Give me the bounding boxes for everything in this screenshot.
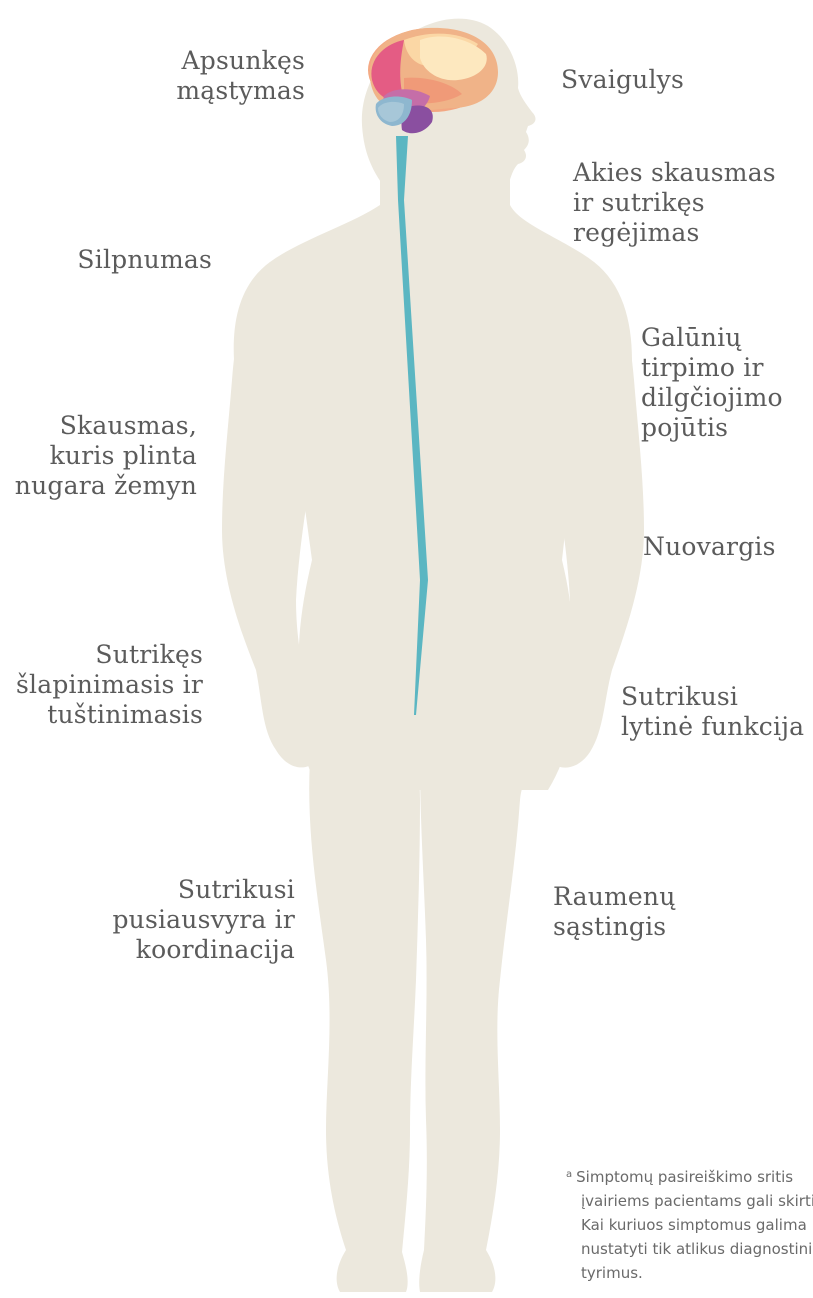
- label-line: Svaigulys: [561, 65, 684, 95]
- label-apsunkes-mastymas: Apsunkęs mąstymas: [176, 46, 305, 106]
- label-line: Apsunkęs: [176, 46, 305, 76]
- label-lytine-funkcija: Sutrikusi lytinė funkcija: [621, 682, 804, 742]
- label-line: pojūtis: [641, 413, 783, 443]
- label-akies-skausmas: Akies skausmas ir sutrikęs regėjimas: [573, 158, 776, 248]
- label-pusiausvyra: Sutrikusi pusiausvyra ir koordinacija: [112, 875, 295, 965]
- label-slapinimasis: Sutrikęs šlapinimasis ir tuštinimasis: [16, 640, 203, 730]
- label-line: Silpnumas: [77, 245, 212, 275]
- label-line: Skausmas,: [15, 411, 197, 441]
- footnote-line: įvairiems pacientams gali skirtis.: [566, 1189, 813, 1213]
- footnote-line: Kai kuriuos simptomus galima: [566, 1213, 813, 1237]
- label-line: koordinacija: [112, 935, 295, 965]
- label-svaigulys: Svaigulys: [561, 65, 684, 95]
- label-line: lytinė funkcija: [621, 712, 804, 742]
- label-line: regėjimas: [573, 218, 776, 248]
- label-line: ir sutrikęs: [573, 188, 776, 218]
- label-line: kuris plinta: [15, 441, 197, 471]
- footnote: a Simptomų pasireiškimo sritis įvairiems …: [566, 1165, 813, 1285]
- footnote-marker: a: [566, 1169, 572, 1180]
- label-line: nugara žemyn: [15, 471, 197, 501]
- label-line: Galūnių: [641, 323, 783, 353]
- label-line: tuštinimasis: [16, 700, 203, 730]
- label-nuovargis: Nuovargis: [643, 532, 776, 562]
- label-galuniu-tirpimas: Galūnių tirpimo ir dilgčiojimo pojūtis: [641, 323, 783, 443]
- footnote-text: Simptomų pasireiškimo sritis: [576, 1168, 793, 1186]
- footnote-line: a Simptomų pasireiškimo sritis: [566, 1165, 813, 1189]
- label-line: pusiausvyra ir: [112, 905, 295, 935]
- footnote-line: nustatyti tik atlikus diagnostinius: [566, 1237, 813, 1261]
- label-line: dilgčiojimo: [641, 383, 783, 413]
- label-line: Sutrikusi: [112, 875, 295, 905]
- footnote-line: tyrimus.: [566, 1261, 813, 1285]
- label-line: Nuovargis: [643, 532, 776, 562]
- label-line: Sutrikusi: [621, 682, 804, 712]
- label-skausmas-nugara: Skausmas, kuris plinta nugara žemyn: [15, 411, 197, 501]
- label-silpnumas: Silpnumas: [77, 245, 212, 275]
- label-line: Akies skausmas: [573, 158, 776, 188]
- label-line: šlapinimasis ir: [16, 670, 203, 700]
- label-line: Raumenų: [553, 882, 676, 912]
- label-line: Sutrikęs: [16, 640, 203, 670]
- label-line: tirpimo ir: [641, 353, 783, 383]
- label-raumenu-sastingis: Raumenų sąstingis: [553, 882, 676, 942]
- label-line: sąstingis: [553, 912, 676, 942]
- label-line: mąstymas: [176, 76, 305, 106]
